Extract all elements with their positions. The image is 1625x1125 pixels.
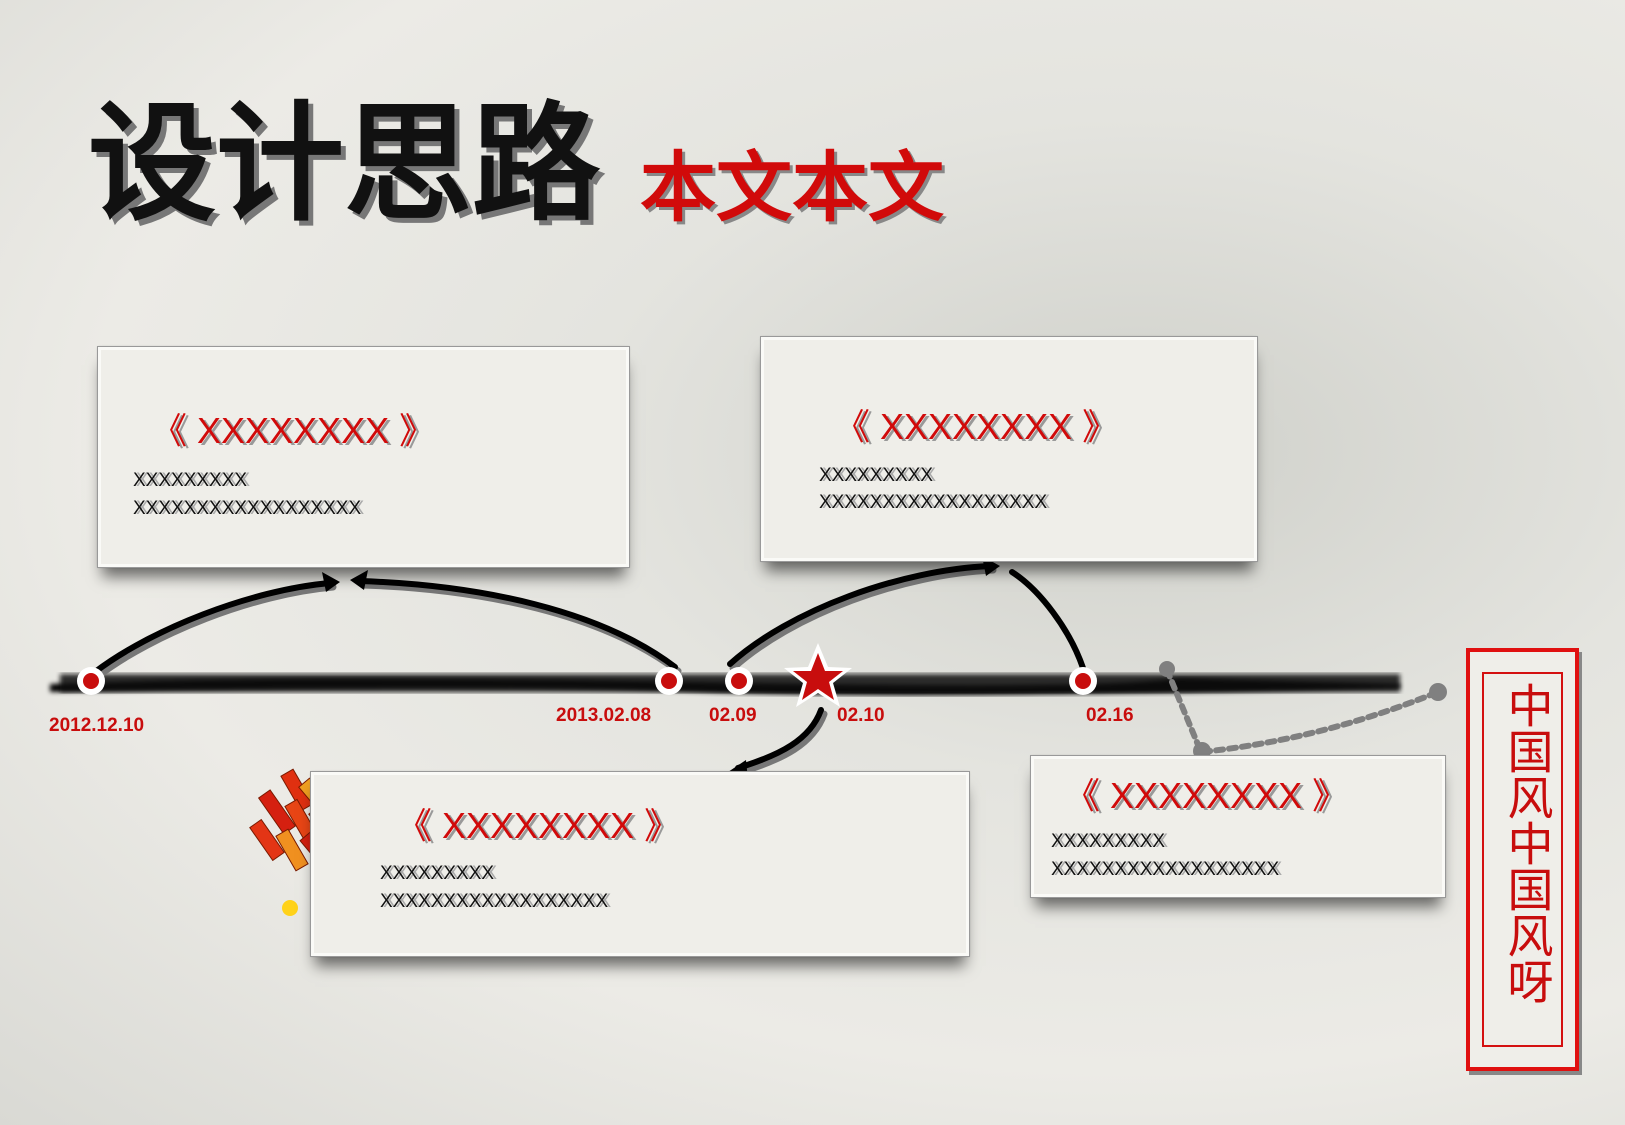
seal-stamp: 中国风中国风呀 (1466, 648, 1579, 1071)
card-line: XXXXXXXXX (380, 863, 495, 884)
timeline-date: 02.10 (837, 705, 885, 726)
page-subtitle: 本文本文 (640, 143, 944, 232)
card-heading: 《 XXXXXXXX 》 (834, 406, 1119, 447)
timeline-date: 02.09 (709, 705, 757, 726)
timeline-nodes[interactable] (77, 667, 1097, 695)
card-line: XXXXXXXXX (819, 465, 934, 486)
event-card: 《 XXXXXXXX 》 XXXXXXXXX XXXXXXXXXXXXXXXXX… (1030, 755, 1446, 898)
card-heading: 《 XXXXXXXX 》 (151, 410, 436, 451)
card-line: XXXXXXXXXXXXXXXXXX (1051, 859, 1280, 880)
card-line: XXXXXXXXXXXXXXXXXX (819, 492, 1048, 513)
card-heading: 《 XXXXXXXX 》 (396, 805, 681, 846)
timeline-date: 02.16 (1086, 705, 1134, 726)
star-icon (784, 643, 852, 707)
card-line: XXXXXXXXX (133, 470, 248, 491)
timeline-node[interactable] (1069, 667, 1097, 695)
ink-timeline-bar (50, 674, 1400, 696)
arrow-icon (350, 570, 368, 590)
connector-arrows (92, 563, 1441, 776)
timeline-node[interactable] (655, 667, 683, 695)
timeline-date: 2013.02.08 (556, 705, 652, 726)
timeline-date: 2012.12.10 (49, 715, 145, 736)
timeline-node[interactable] (77, 667, 105, 695)
seal-inner-border: 中国风中国风呀 (1482, 672, 1563, 1047)
card-heading: 《 XXXXXXXX 》 (1064, 775, 1349, 816)
card-line: XXXXXXXXX (1051, 831, 1166, 852)
arrow-icon (322, 572, 340, 592)
dotted-connector-nodes (1159, 661, 1447, 760)
seal-text: 中国风中国风呀 (1500, 682, 1555, 1004)
timeline-node[interactable] (725, 667, 753, 695)
event-card: 《 XXXXXXXX 》 XXXXXXXXX XXXXXXXXXXXXXXXXX… (97, 346, 630, 568)
arrow-heads (322, 556, 1000, 780)
page-title: 设计思路 (88, 90, 601, 239)
event-card: 《 XXXXXXXX 》 XXXXXXXXX XXXXXXXXXXXXXXXXX… (310, 771, 970, 957)
card-line: XXXXXXXXXXXXXXXXXX (380, 891, 609, 912)
arrow-icon (982, 556, 1000, 576)
event-card: 《 XXXXXXXX 》 XXXXXXXXX XXXXXXXXXXXXXXXXX… (760, 336, 1258, 562)
card-line: XXXXXXXXXXXXXXXXXX (133, 498, 362, 519)
